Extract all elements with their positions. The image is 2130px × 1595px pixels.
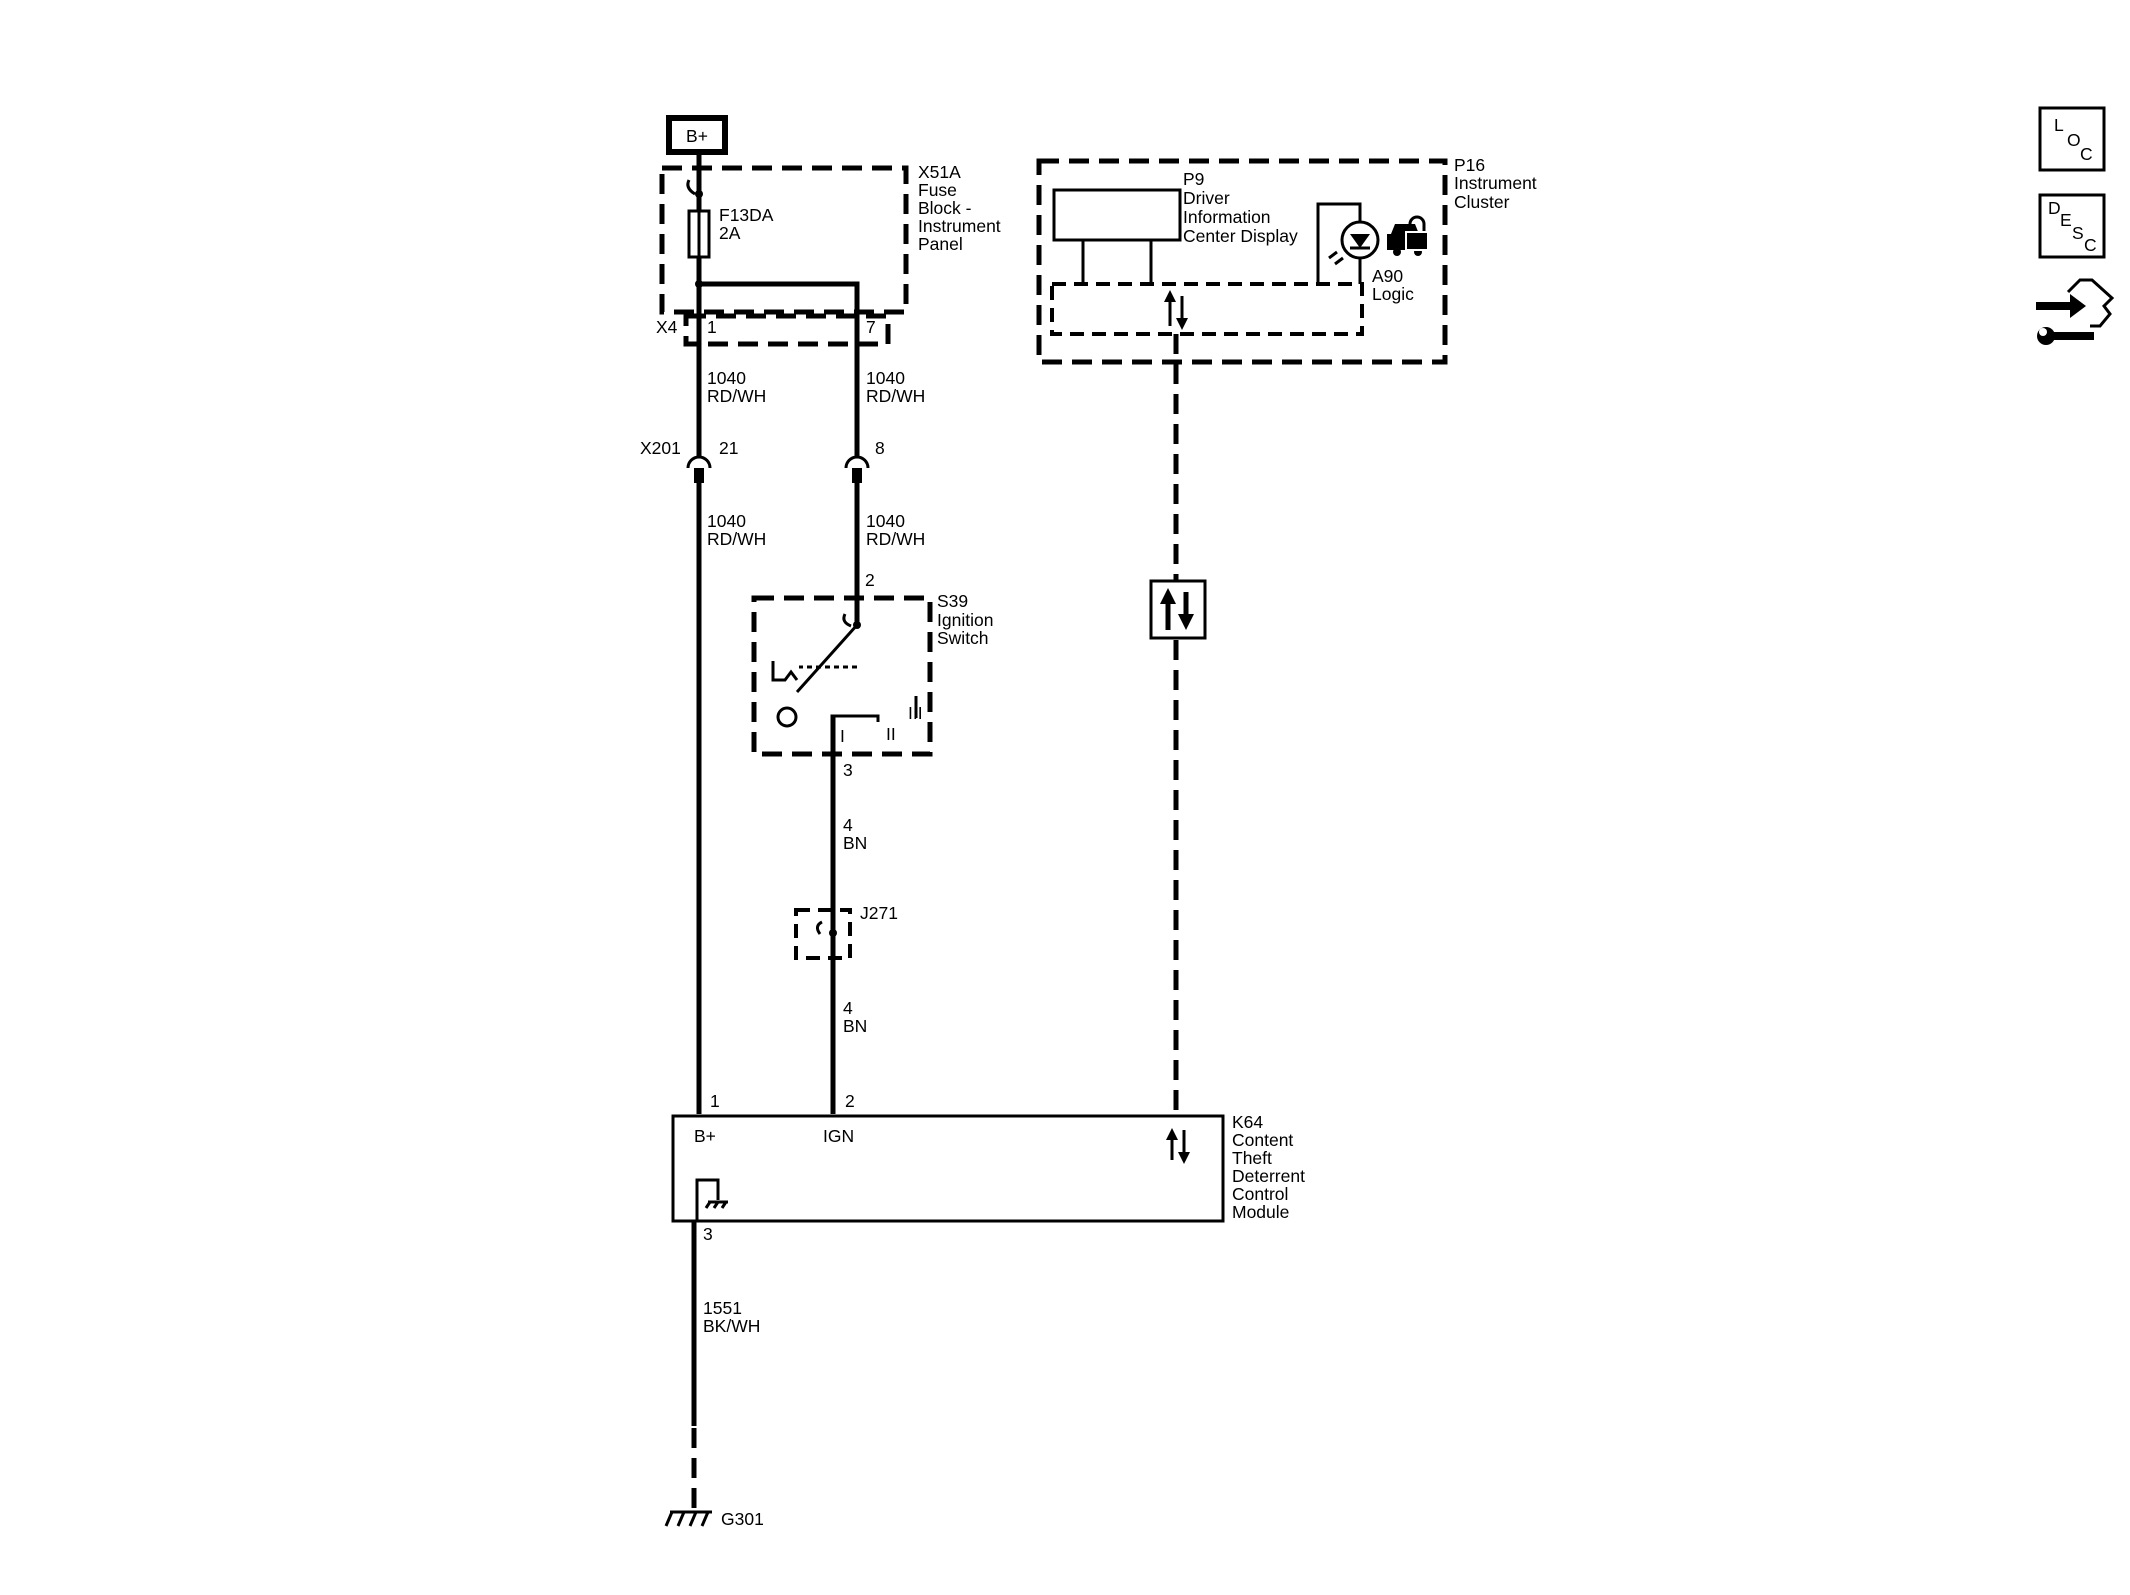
fuse-rating: 2A: [719, 223, 741, 243]
wire-color-rdwh-b: RD/WH: [866, 386, 925, 406]
module-k64[interactable]: 1 2 B+ IGN K64 Content Theft Deterrent C…: [671, 1091, 1305, 1223]
loc-letter-c: C: [2080, 144, 2093, 164]
desc-letter-s: S: [2072, 223, 2084, 243]
splice-j271[interactable]: J271: [794, 903, 898, 960]
module-pin-2: 2: [845, 1091, 855, 1111]
connector-x4-label: X4: [656, 317, 678, 337]
cluster-name-1: Instrument: [1454, 173, 1537, 193]
switch-id: S39: [937, 591, 968, 611]
wire-label-1040-d: 1040: [866, 511, 905, 531]
arrows-wrench-icon[interactable]: [2036, 278, 2115, 345]
display-name-1: Driver: [1183, 188, 1230, 208]
module-ground-symbol-icon: [695, 1178, 728, 1220]
module-id: K64: [1232, 1112, 1263, 1132]
wire-color-rdwh-d: RD/WH: [866, 529, 925, 549]
fuse-block-name-4: Panel: [918, 234, 963, 254]
x201-pin-21: 21: [719, 438, 738, 458]
loc-button[interactable]: L O C: [2038, 106, 2106, 172]
switch-name-2: Switch: [937, 628, 989, 648]
desc-button[interactable]: D E S C: [2038, 193, 2106, 259]
x4-pin-7: 7: [866, 317, 876, 337]
module-name-1: Content: [1232, 1130, 1293, 1150]
display-id: P9: [1183, 169, 1204, 189]
wire-color-rdwh-a: RD/WH: [707, 386, 766, 406]
ground-id: G301: [721, 1509, 764, 1529]
module-pin-1: 1: [710, 1091, 720, 1111]
module-name-2: Theft: [1232, 1148, 1272, 1168]
logic-name: Logic: [1372, 284, 1414, 304]
x4-pin-1: 1: [707, 317, 717, 337]
loc-letter-l: L: [2054, 115, 2064, 135]
fuse-block-id: X51A: [918, 162, 961, 182]
module-serial-arrows-icon: [1166, 1128, 1190, 1164]
battery-label: B+: [686, 126, 708, 146]
ground-g301[interactable]: G301: [664, 1509, 764, 1529]
inline-connector-x201[interactable]: X201 21 8: [640, 438, 885, 483]
fuse-block-name-3: Instrument: [918, 216, 1001, 236]
desc-letter-d: D: [2048, 198, 2061, 218]
loc-letter-o: O: [2067, 130, 2081, 150]
instrument-cluster-p16[interactable]: P16 Instrument Cluster P9 Driver Informa…: [1036, 155, 1537, 365]
x201-pin-8: 8: [875, 438, 885, 458]
fuse-block-name-1: Fuse: [918, 180, 957, 200]
splice-id: J271: [860, 903, 898, 923]
wire-color-bn-a: BN: [843, 833, 867, 853]
switch-name-1: Ignition: [937, 610, 993, 630]
battery-b-plus[interactable]: B+: [666, 115, 728, 155]
connector-x201-label: X201: [640, 438, 681, 458]
module-bplus-label: B+: [694, 1126, 716, 1146]
desc-letter-c: C: [2084, 235, 2097, 255]
fuse-id: F13DA: [719, 205, 774, 225]
module-name-3: Deterrent: [1232, 1166, 1305, 1186]
security-indicator-led-icon: [1316, 202, 1380, 284]
fuse-f13da[interactable]: F13DA 2A: [686, 154, 774, 288]
logic-id: A90: [1372, 266, 1403, 286]
switch-position-2: II: [886, 724, 896, 744]
serial-data-arrows-icon: [1164, 290, 1188, 330]
desc-letter-e: E: [2060, 210, 2072, 230]
module-ign-label: IGN: [823, 1126, 854, 1146]
wire-label-4-a: 4: [843, 815, 853, 835]
wire-label-1551: 1551: [703, 1298, 742, 1318]
wire-fuse-to-pin7: [699, 281, 860, 456]
module-name-4: Control: [1232, 1184, 1288, 1204]
cluster-name-2: Cluster: [1454, 192, 1510, 212]
wire-label-4-b: 4: [843, 998, 853, 1018]
wire-color-bkwh: BK/WH: [703, 1316, 760, 1336]
wire-label-1040-a: 1040: [707, 368, 746, 388]
serial-data-box[interactable]: [1149, 579, 1207, 640]
switch-position-3: III: [908, 703, 923, 723]
car-lock-icon: [1387, 215, 1429, 256]
switch-pin-3: 3: [843, 760, 853, 780]
wire-label-1040-b: 1040: [866, 368, 905, 388]
wire-label-1040-c: 1040: [707, 511, 746, 531]
module-name-5: Module: [1232, 1202, 1289, 1222]
fuse-block-name-2: Block -: [918, 198, 972, 218]
fuse-block-x51a[interactable]: X51A Fuse Block - Instrument Panel X4 1 …: [656, 162, 1001, 347]
cluster-id: P16: [1454, 155, 1485, 175]
module-pin-3: 3: [703, 1224, 713, 1244]
wire-color-rdwh-c: RD/WH: [707, 529, 766, 549]
display-name-3: Center Display: [1183, 226, 1298, 246]
serial-data-box-arrows-icon: [1160, 588, 1194, 630]
display-name-2: Information: [1183, 207, 1271, 227]
ignition-switch-s39[interactable]: S39 Ignition Switch 2 I II III 3: [751, 570, 993, 780]
switch-position-1: I: [840, 726, 845, 746]
switch-pin-2: 2: [865, 570, 875, 590]
wire-color-bn-b: BN: [843, 1016, 867, 1036]
